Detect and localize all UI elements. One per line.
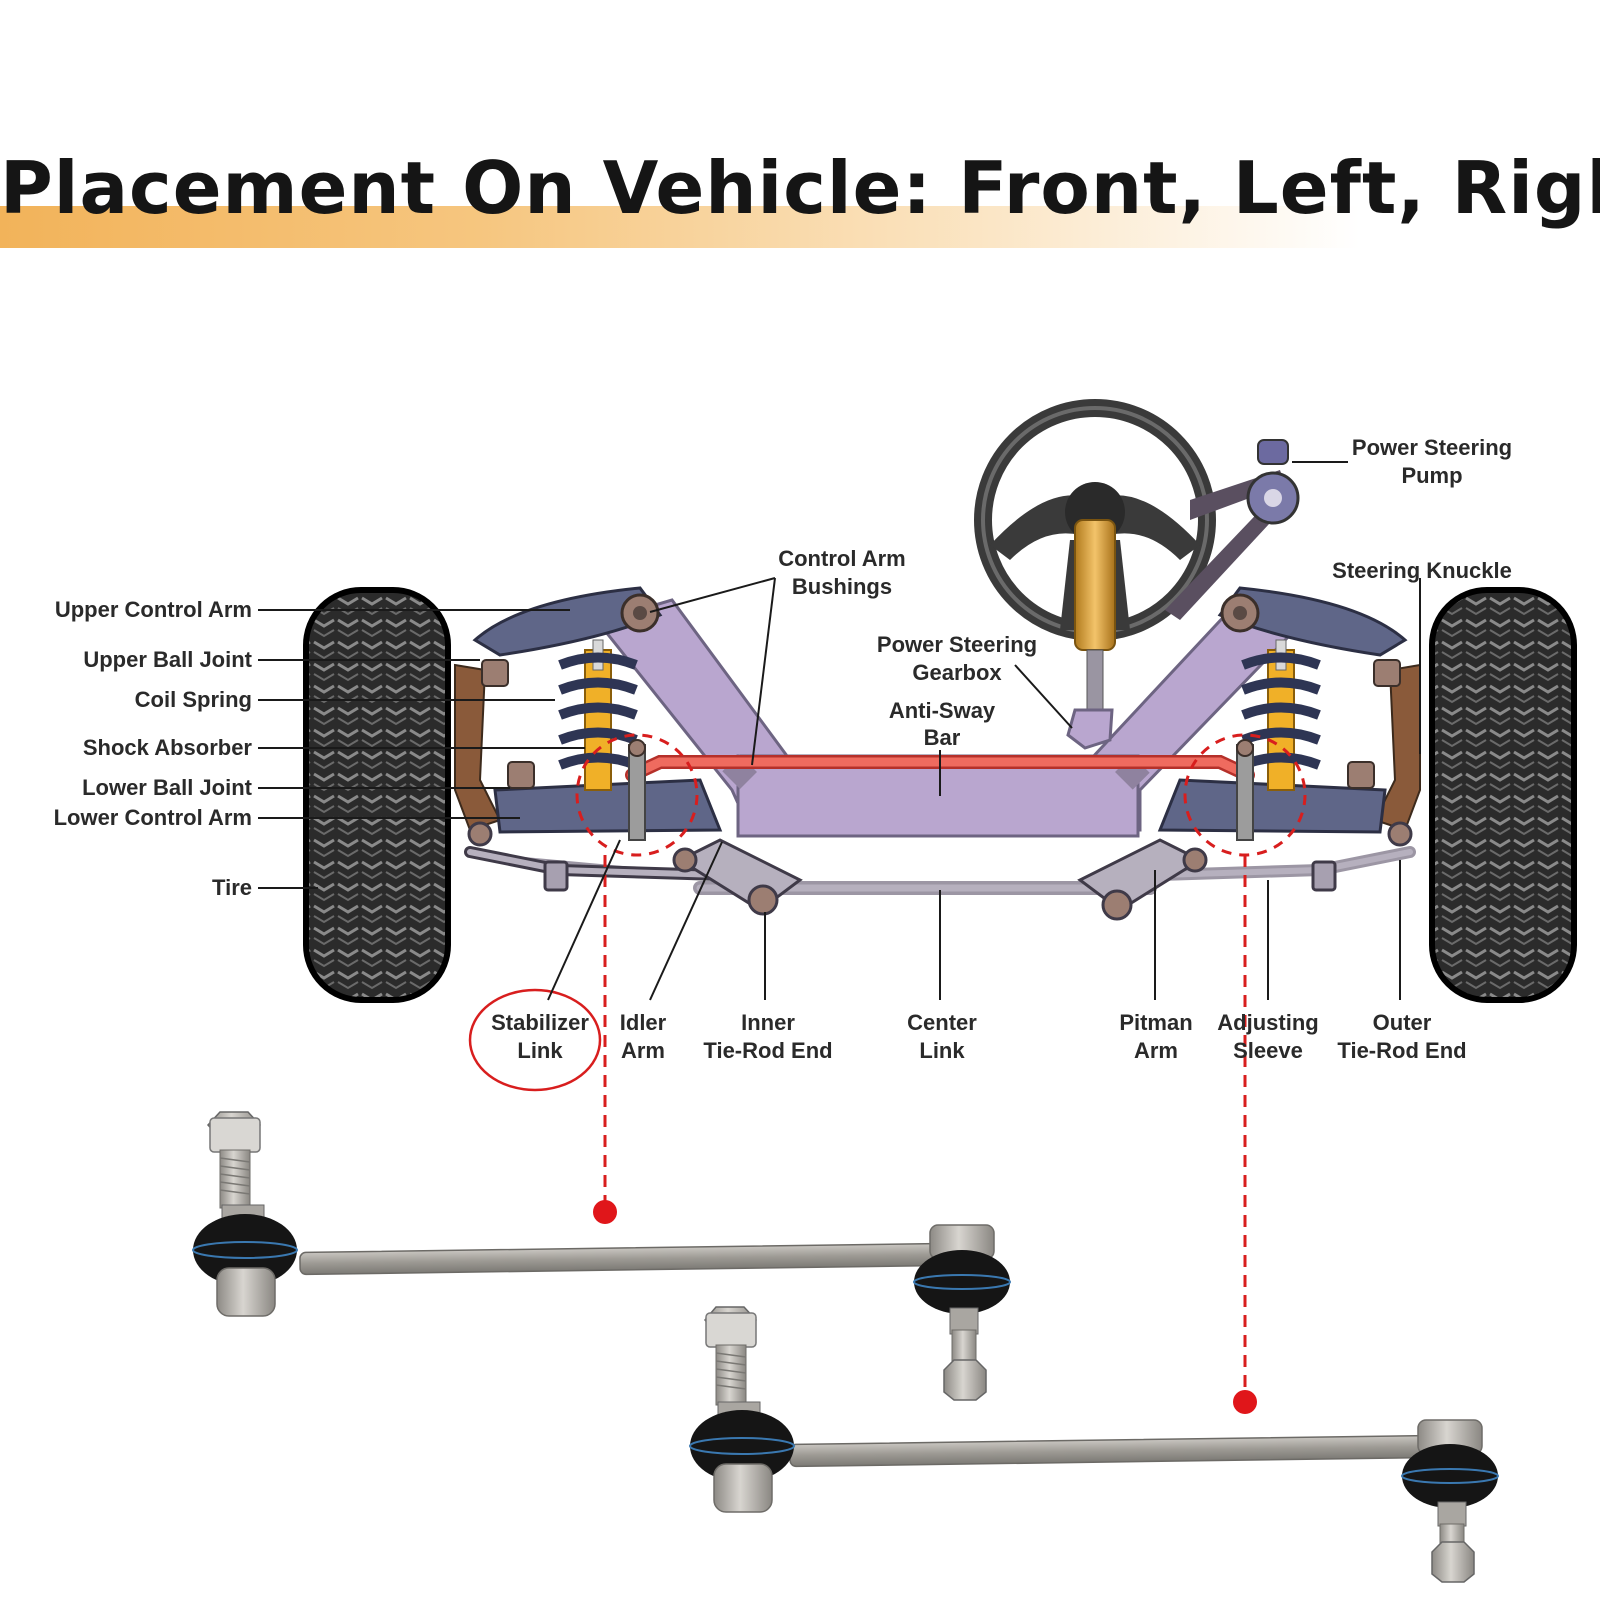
- power-steering-pump: [1165, 439, 1300, 620]
- label-upper-control-arm: Upper Control Arm: [55, 597, 252, 622]
- label-coil-spring: Coil Spring: [135, 687, 252, 712]
- label-outer-tie-rod-end-1: Outer: [1373, 1010, 1432, 1035]
- label-power-steering-gearbox-1: Power Steering: [877, 632, 1037, 657]
- label-anti-sway-bar-1: Anti-Sway: [889, 698, 996, 723]
- steering-column: [1074, 519, 1116, 721]
- diagram-stabilizer-links: [628, 739, 1254, 841]
- control-arm-bushings: [620, 593, 1260, 633]
- stabilizer-link-product-2: [689, 1306, 1499, 1583]
- label-power-steering-pump-1: Power Steering: [1352, 435, 1512, 460]
- label-lower-ball-joint: Lower Ball Joint: [82, 775, 253, 800]
- highlight-markers: [468, 733, 1307, 1395]
- label-inner-tie-rod-end-1: Inner: [741, 1010, 795, 1035]
- left-tire: [303, 587, 451, 1003]
- label-anti-sway-bar-2: Bar: [924, 725, 961, 750]
- label-pitman-arm-2: Arm: [1134, 1038, 1178, 1063]
- label-steering-knuckle: Steering Knuckle: [1332, 558, 1512, 583]
- label-control-arm-bushings-1: Control Arm: [778, 546, 906, 571]
- power-steering-gearbox: [1066, 708, 1114, 750]
- right-link-dot: [1233, 1390, 1257, 1414]
- label-power-steering-gearbox-2: Gearbox: [912, 660, 1002, 685]
- label-pitman-arm-1: Pitman: [1119, 1010, 1192, 1035]
- right-tire: [1429, 587, 1577, 1003]
- label-outer-tie-rod-end-2: Tie-Rod End: [1337, 1038, 1466, 1063]
- label-idler-arm-1: Idler: [620, 1010, 667, 1035]
- label-lower-control-arm: Lower Control Arm: [54, 805, 252, 830]
- title-accent-band: [0, 206, 1600, 248]
- label-tire: Tire: [212, 875, 252, 900]
- label-stabilizer-link-2: Link: [517, 1038, 563, 1063]
- left-link-highlight: [575, 733, 699, 857]
- stabilizer-link-callout-circle: [468, 988, 602, 1092]
- leader-lines: [258, 461, 1421, 1001]
- label-stabilizer-link-1: Stabilizer: [491, 1010, 589, 1035]
- label-adjusting-sleeve-2: Sleeve: [1233, 1038, 1303, 1063]
- label-idler-arm-2: Arm: [621, 1038, 665, 1063]
- frame-crossmember: [595, 598, 1293, 838]
- steering-linkage: [464, 821, 1416, 921]
- stabilizer-link-product-1: [192, 1111, 1011, 1401]
- label-control-arm-bushings-2: Bushings: [792, 574, 892, 599]
- left-link-dot: [593, 1200, 617, 1224]
- label-center-link-2: Link: [919, 1038, 965, 1063]
- label-power-steering-pump-2: Pump: [1401, 463, 1462, 488]
- callout-labels: Upper Control Arm Upper Ball Joint Coil …: [54, 435, 1513, 1063]
- label-inner-tie-rod-end-2: Tie-Rod End: [703, 1038, 832, 1063]
- label-shock-absorber: Shock Absorber: [83, 735, 253, 760]
- ball-joints: [481, 659, 1401, 789]
- page-title: Placement On Vehicle: Front, Left, Right: [0, 146, 1600, 230]
- label-upper-ball-joint: Upper Ball Joint: [83, 647, 252, 672]
- label-adjusting-sleeve-1: Adjusting: [1217, 1010, 1318, 1035]
- label-center-link-1: Center: [907, 1010, 977, 1035]
- left-shock-absorber: [584, 639, 612, 791]
